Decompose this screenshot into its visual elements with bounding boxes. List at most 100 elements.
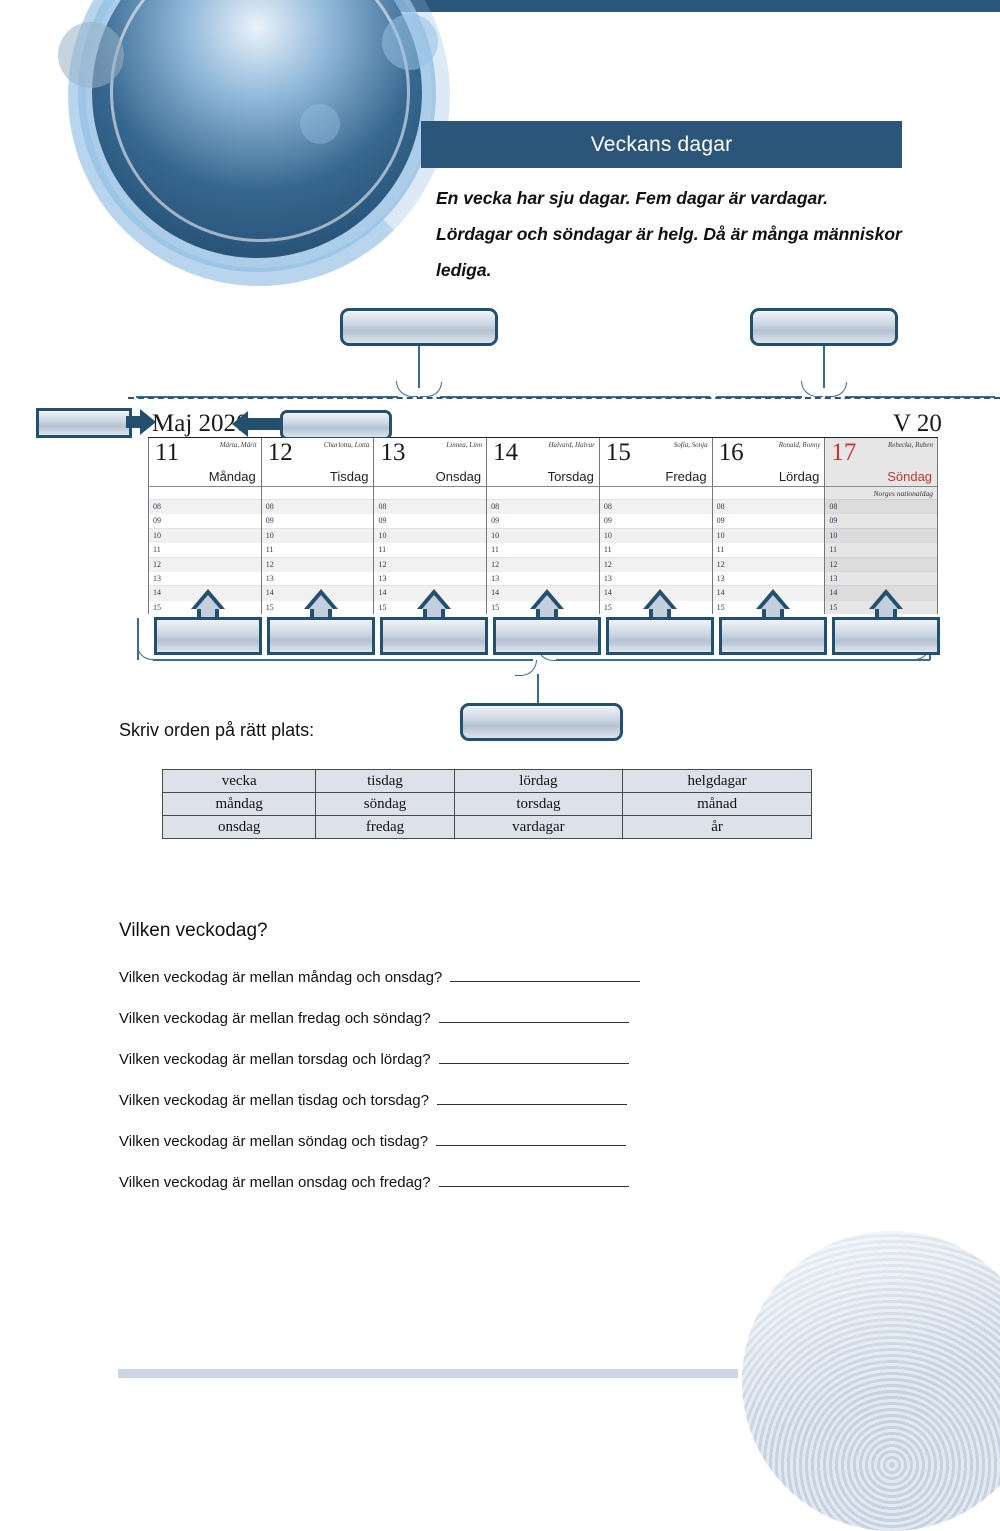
- wordbank-cell[interactable]: år: [622, 815, 812, 839]
- calendar-weekday-label: Torsdag: [547, 469, 594, 484]
- calendar-hour-slot[interactable]: 08: [599, 499, 712, 514]
- calendar-hour-slot[interactable]: 09: [712, 513, 825, 527]
- calendar-hour-slot[interactable]: 10: [261, 527, 374, 543]
- calendar-hour-slot[interactable]: 13: [599, 570, 712, 585]
- calendar-hour-slot[interactable]: 13: [149, 570, 261, 585]
- wordbank-cell[interactable]: vardagar: [453, 815, 624, 839]
- answer-box-calendar-inner[interactable]: [280, 410, 392, 440]
- answer-box-weekday[interactable]: [380, 617, 489, 655]
- calendar-hour-slot[interactable]: 10: [149, 527, 261, 543]
- answer-box-week-callout[interactable]: [750, 308, 898, 346]
- calendar-hour-slot[interactable]: 11: [374, 542, 487, 556]
- calendar-hour-slot[interactable]: 10: [599, 527, 712, 543]
- calendar-hour-slot[interactable]: 10: [712, 527, 825, 543]
- wordbank-cell[interactable]: vecka: [161, 769, 317, 793]
- calendar-hour-slot[interactable]: 11: [261, 542, 374, 556]
- answer-box-weekday[interactable]: [605, 617, 714, 655]
- question-row: Vilken veckodag är mellan onsdag och fre…: [119, 1173, 739, 1214]
- wordbank-cell[interactable]: onsdag: [161, 815, 317, 839]
- wordbank-cell[interactable]: måndag: [161, 792, 317, 816]
- wordbank-cell[interactable]: helgdagar: [622, 769, 812, 793]
- wordbank-cell[interactable]: tisdag: [315, 769, 455, 793]
- question-row: Vilken veckodag är mellan söndag och tis…: [119, 1132, 739, 1173]
- calendar-hour-slot[interactable]: 09: [487, 513, 599, 527]
- calendar-hour-slot[interactable]: 08: [149, 499, 261, 514]
- answer-blank-line[interactable]: [438, 1050, 629, 1064]
- calendar-hour-slot[interactable]: 08: [825, 499, 938, 514]
- calendar-hour-slot[interactable]: 08: [374, 499, 487, 514]
- calendar-hour-slot[interactable]: 12: [712, 556, 825, 571]
- calendar-name-day: Linnea, Linn: [446, 441, 483, 449]
- wordbank-cell[interactable]: torsdag: [453, 792, 624, 816]
- calendar-hour-slot[interactable]: 09: [599, 513, 712, 527]
- answer-blank-line[interactable]: [438, 1009, 629, 1023]
- page-title: Veckans dagar: [421, 121, 902, 168]
- calendar-hour-slot[interactable]: 09: [825, 513, 938, 527]
- answer-box-weekday[interactable]: [267, 617, 376, 655]
- wordbank-cell[interactable]: månad: [622, 792, 812, 816]
- calendar-hour-slot[interactable]: 12: [149, 556, 261, 571]
- calendar-hour-slot[interactable]: 10: [487, 527, 599, 543]
- calendar-hour-slot[interactable]: 11: [825, 542, 938, 556]
- calendar-hour-slot[interactable]: 08: [712, 499, 825, 514]
- calendar-hour-slot[interactable]: 11: [599, 542, 712, 556]
- calendar-name-day: Rebecka, Ruben: [887, 441, 934, 449]
- calendar-name-day: Ronald, Ronny: [778, 441, 821, 449]
- wordbank-cell[interactable]: fredag: [315, 815, 455, 839]
- calendar-hour-slot[interactable]: 13: [374, 570, 487, 585]
- question-text: Vilken veckodag är mellan fredag och sön…: [119, 1010, 431, 1027]
- calendar-hour-slot[interactable]: 12: [825, 556, 938, 571]
- calendar-hour-slot[interactable]: 09: [261, 513, 374, 527]
- connector-line-right-horizontal: [716, 396, 802, 398]
- answer-blank-line[interactable]: [436, 1091, 627, 1105]
- calendar-hour-slot[interactable]: 12: [374, 556, 487, 571]
- calendar-hour-slot[interactable]: 09: [374, 513, 487, 527]
- calendar-hour-slot[interactable]: 10: [825, 527, 938, 543]
- calendar-hour-slot[interactable]: 12: [599, 556, 712, 571]
- day-arrow-stem-fill: [427, 606, 442, 619]
- day-arrow-head-fill: [309, 595, 334, 609]
- wordbank-cell[interactable]: söndag: [315, 792, 455, 816]
- calendar-hour-slot[interactable]: 08: [261, 499, 374, 514]
- answer-blank-line[interactable]: [436, 1132, 627, 1146]
- answer-box-weekday[interactable]: [492, 617, 601, 655]
- answer-box-weekday[interactable]: [154, 617, 263, 655]
- calendar-hour-slot[interactable]: 08: [487, 499, 599, 514]
- connector-line-left-vertical: [418, 346, 420, 388]
- calendar-hour-slot[interactable]: 13: [825, 570, 938, 585]
- calendar-hour-slot[interactable]: 11: [487, 542, 599, 556]
- answer-box-weekday[interactable]: [831, 617, 940, 655]
- connector-line-left-horizontal: [136, 396, 398, 398]
- calendar-hour-slot[interactable]: 12: [487, 556, 599, 571]
- answer-box-week-word[interactable]: [460, 703, 623, 741]
- questions-list: Vilken veckodag är mellan måndag och ons…: [119, 968, 739, 1214]
- connector-curve-right-a: [801, 381, 823, 397]
- wordbank-cell[interactable]: lördag: [453, 769, 624, 793]
- answer-box-month-callout[interactable]: [340, 308, 498, 346]
- calendar-hour-slot[interactable]: 10: [374, 527, 487, 543]
- answer-box-weekday[interactable]: [718, 617, 827, 655]
- calendar-weekday-label: Onsdag: [435, 469, 482, 484]
- calendar-hour-slot[interactable]: 11: [149, 542, 261, 556]
- calendar-hour-slot[interactable]: 09: [149, 513, 261, 527]
- answer-blank-line[interactable]: [438, 1173, 629, 1187]
- calendar-hour-slot[interactable]: 11: [712, 542, 825, 556]
- calendar-hour-slot[interactable]: 13: [487, 570, 599, 585]
- answer-blank-line[interactable]: [450, 968, 641, 982]
- calendar-hour-slot[interactable]: 12: [261, 556, 374, 571]
- answer-box-month-pointer[interactable]: [36, 408, 132, 438]
- calendar-hour-slot[interactable]: 13: [712, 570, 825, 585]
- question-text: Vilken veckodag är mellan måndag och ons…: [119, 969, 443, 986]
- question-row: Vilken veckodag är mellan måndag och ons…: [119, 968, 739, 1009]
- calendar-hour-slot[interactable]: 13: [261, 570, 374, 585]
